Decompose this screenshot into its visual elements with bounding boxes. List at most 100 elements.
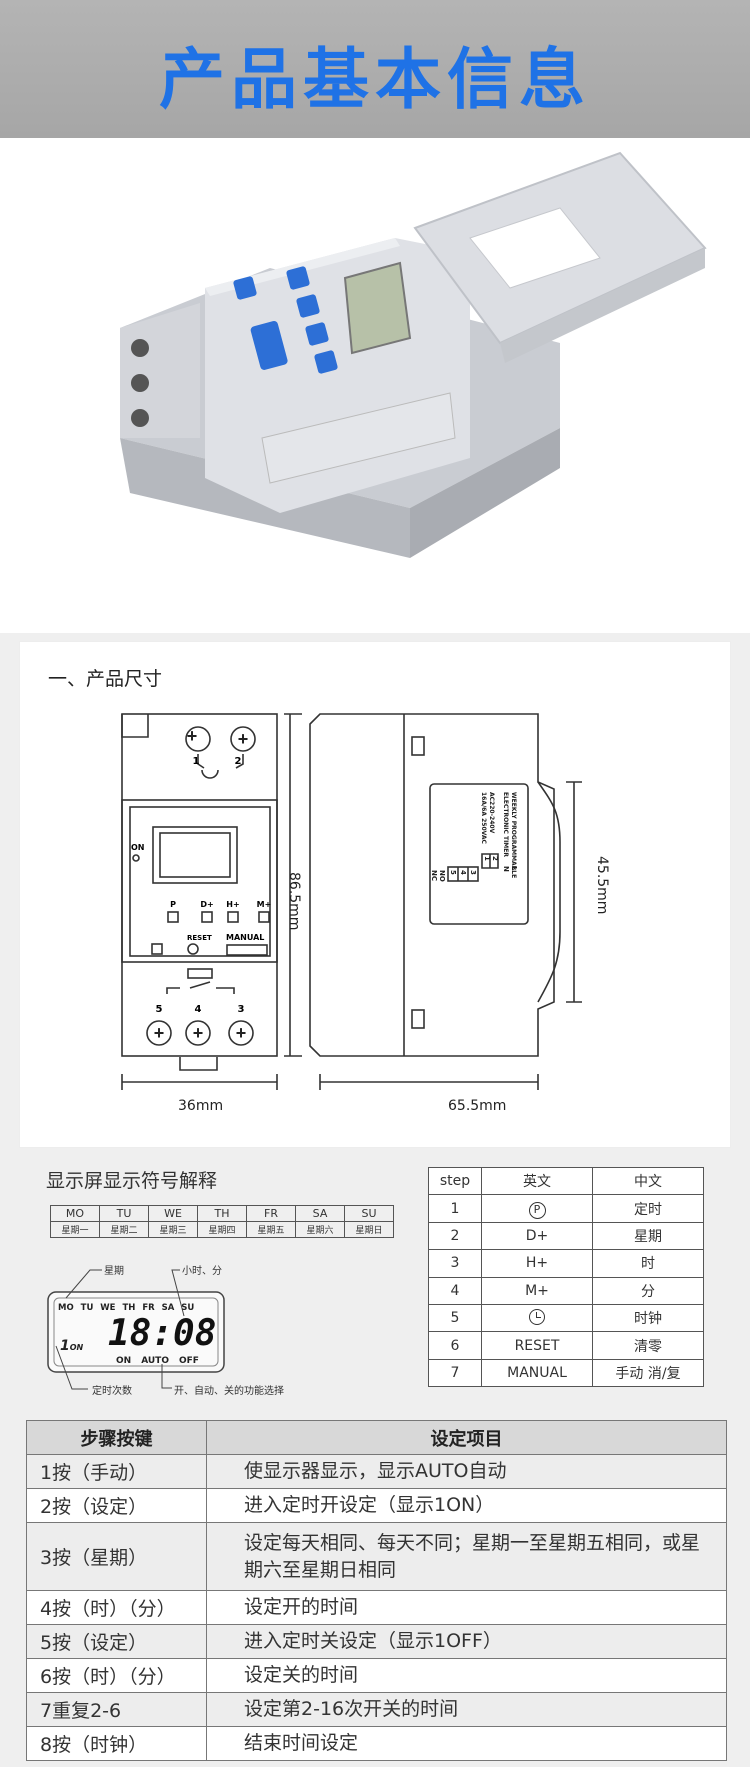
- settings-table: 步骤按键 设定项目 1按（手动） 使显示器显示，显示AUTO自动 2按（设定） …: [26, 1420, 727, 1761]
- lcd-mode-off: OFF: [178, 1356, 199, 1366]
- page-title: 产品基本信息: [159, 41, 591, 118]
- front-button-m-label: M+: [257, 900, 272, 909]
- svg-text:+: +: [193, 1023, 204, 1043]
- english-header: 英文: [481, 1166, 593, 1196]
- step-cn: 定时: [592, 1194, 704, 1223]
- step-value: 结束时间设定: [206, 1726, 727, 1761]
- day-cn: 星期三: [148, 1221, 198, 1238]
- dimensions-panel: 一、产品尺寸: [20, 642, 730, 1147]
- callout-hour-min: 小时、分: [182, 1266, 222, 1277]
- callout-mode: 开、自动、关的功能选择: [174, 1386, 284, 1397]
- side-width-label: 65.5mm: [448, 1098, 507, 1114]
- relay-num-3: 3: [469, 870, 477, 875]
- step-cn: 星期: [592, 1221, 704, 1251]
- front-button-h-label: H+: [226, 900, 239, 909]
- svg-text:+: +: [187, 726, 198, 746]
- step-key: 3按（星期）: [26, 1522, 207, 1591]
- step-number: 4: [428, 1276, 482, 1305]
- front-button-d-label: D+: [200, 900, 213, 909]
- day-cn: 星期四: [197, 1221, 247, 1238]
- step-cn: 分: [592, 1276, 704, 1305]
- lcd-index: 1ON: [60, 1338, 83, 1354]
- step-key: 2按（设定）: [26, 1488, 207, 1523]
- table-row: 1按（手动） 使显示器显示，显示AUTO自动: [26, 1454, 727, 1489]
- p-circle-icon: P: [528, 1201, 546, 1219]
- relay-num-1: 1: [483, 856, 491, 861]
- lcd-diagram: 星期 小时、分 MO TU WE TH FR SA SU 18:08 1ON O…: [44, 1256, 314, 1401]
- terminal-4-label: 4: [195, 1004, 202, 1015]
- table-row: 2按（设定） 进入定时开设定（显示1ON）: [26, 1488, 727, 1523]
- dimension-drawing: + + + + + 1 2 5 4 3 ON P D+ H+ M+ RESET …: [121, 713, 582, 1090]
- table-row: 3按（星期） 设定每天相同、每天不同；星期一至星期五相同，或星期六至星期日相同: [26, 1522, 727, 1591]
- terminal-1-label: 1: [193, 756, 200, 767]
- key-header: 步骤按键: [26, 1420, 207, 1455]
- table-row: 6 RESET 清零: [428, 1331, 704, 1360]
- table-row: 4 M+ 分: [428, 1276, 704, 1305]
- step-key: 1按（手动）: [26, 1454, 207, 1489]
- lcd-time: 18:08: [108, 1313, 217, 1354]
- step-value: 设定关的时间: [206, 1658, 727, 1693]
- table-row: 5 时钟: [428, 1303, 704, 1333]
- step-value: 设定开的时间: [206, 1590, 727, 1625]
- day-cn: 星期一: [50, 1221, 100, 1238]
- terminal-3-label: 3: [238, 1004, 245, 1015]
- step-cn: 手动 消/复: [592, 1358, 704, 1388]
- callout-timer-count: 定时次数: [92, 1386, 132, 1397]
- step-value: 使显示器显示，显示AUTO自动: [206, 1454, 727, 1489]
- step-value: 设定每天相同、每天不同；星期一至星期五相同，或星期六至星期日相同: [206, 1522, 727, 1591]
- day-en: SU: [344, 1205, 394, 1222]
- terminal-5-label: 5: [156, 1004, 163, 1015]
- relay-label-n: N: [502, 866, 510, 872]
- weekday-table: MO TU WE TH FR SA SU 星期一 星期二 星期三 星期四 星期五…: [50, 1205, 394, 1238]
- step-cn: 时钟: [592, 1303, 704, 1333]
- callout-week: 星期: [104, 1266, 124, 1277]
- table-row: 8按（时钟） 结束时间设定: [26, 1726, 727, 1761]
- step-number: 7: [428, 1358, 482, 1388]
- lcd-days: MO TU WE TH FR SA SU: [58, 1303, 195, 1313]
- day-en: TU: [99, 1205, 149, 1222]
- step-en: H+: [481, 1249, 593, 1278]
- step-header: step: [428, 1166, 482, 1196]
- table-row: 1 P 定时: [428, 1194, 704, 1223]
- item-header: 设定项目: [206, 1420, 727, 1455]
- front-button-manual-label: MANUAL: [226, 933, 264, 942]
- relay-label-no: NO: [438, 870, 446, 882]
- timer-device-illustration: [120, 151, 707, 558]
- step-key: 5按（设定）: [26, 1624, 207, 1659]
- table-row: 3 H+ 时: [428, 1249, 704, 1278]
- lcd-index-number: 1: [60, 1338, 70, 1354]
- step-en: M+: [481, 1276, 593, 1305]
- lcd-index-on: ON: [69, 1343, 84, 1352]
- day-cn: 星期六: [295, 1221, 345, 1238]
- relay-num-4: 4: [459, 870, 467, 875]
- day-en: MO: [50, 1205, 100, 1222]
- day-en: SA: [295, 1205, 345, 1222]
- side-inner-height-label: 45.5mm: [594, 856, 610, 915]
- table-row: 4按（时）（分） 设定开的时间: [26, 1590, 727, 1625]
- front-button-p-label: P: [170, 900, 176, 909]
- side-label-line-2: ELECTRONIC TIMER: [502, 792, 509, 857]
- day-cn: 星期五: [246, 1221, 296, 1238]
- step-number: 5: [428, 1303, 482, 1333]
- table-row: 6按（时）（分） 设定关的时间: [26, 1658, 727, 1693]
- step-number: 2: [428, 1221, 482, 1251]
- step-value: 设定第2-16次开关的时间: [206, 1692, 727, 1727]
- front-button-reset-label: RESET: [187, 934, 212, 942]
- day-en: FR: [246, 1205, 296, 1222]
- step-key: 6按（时）（分）: [26, 1658, 207, 1693]
- header-banner: 产品基本信息: [0, 0, 750, 138]
- side-label-line-4: 16A/6A 250VAC: [480, 792, 487, 844]
- day-cn: 星期二: [99, 1221, 149, 1238]
- side-label-line-3: AC220-240V: [488, 792, 495, 834]
- step-number: 3: [428, 1249, 482, 1278]
- step-en: D+: [481, 1221, 593, 1251]
- lcd-diagram-drawing: [47, 1269, 225, 1390]
- clock-icon: [529, 1309, 545, 1326]
- dimensions-title: 一、产品尺寸: [48, 668, 163, 690]
- terminal-2-label: 2: [235, 756, 242, 767]
- day-cn: 星期日: [344, 1221, 394, 1238]
- table-row: 7 MANUAL 手动 消/复: [428, 1358, 704, 1388]
- step-en: [481, 1303, 593, 1333]
- table-row: 2 D+ 星期: [428, 1221, 704, 1251]
- relay-num-2: 2: [491, 856, 499, 861]
